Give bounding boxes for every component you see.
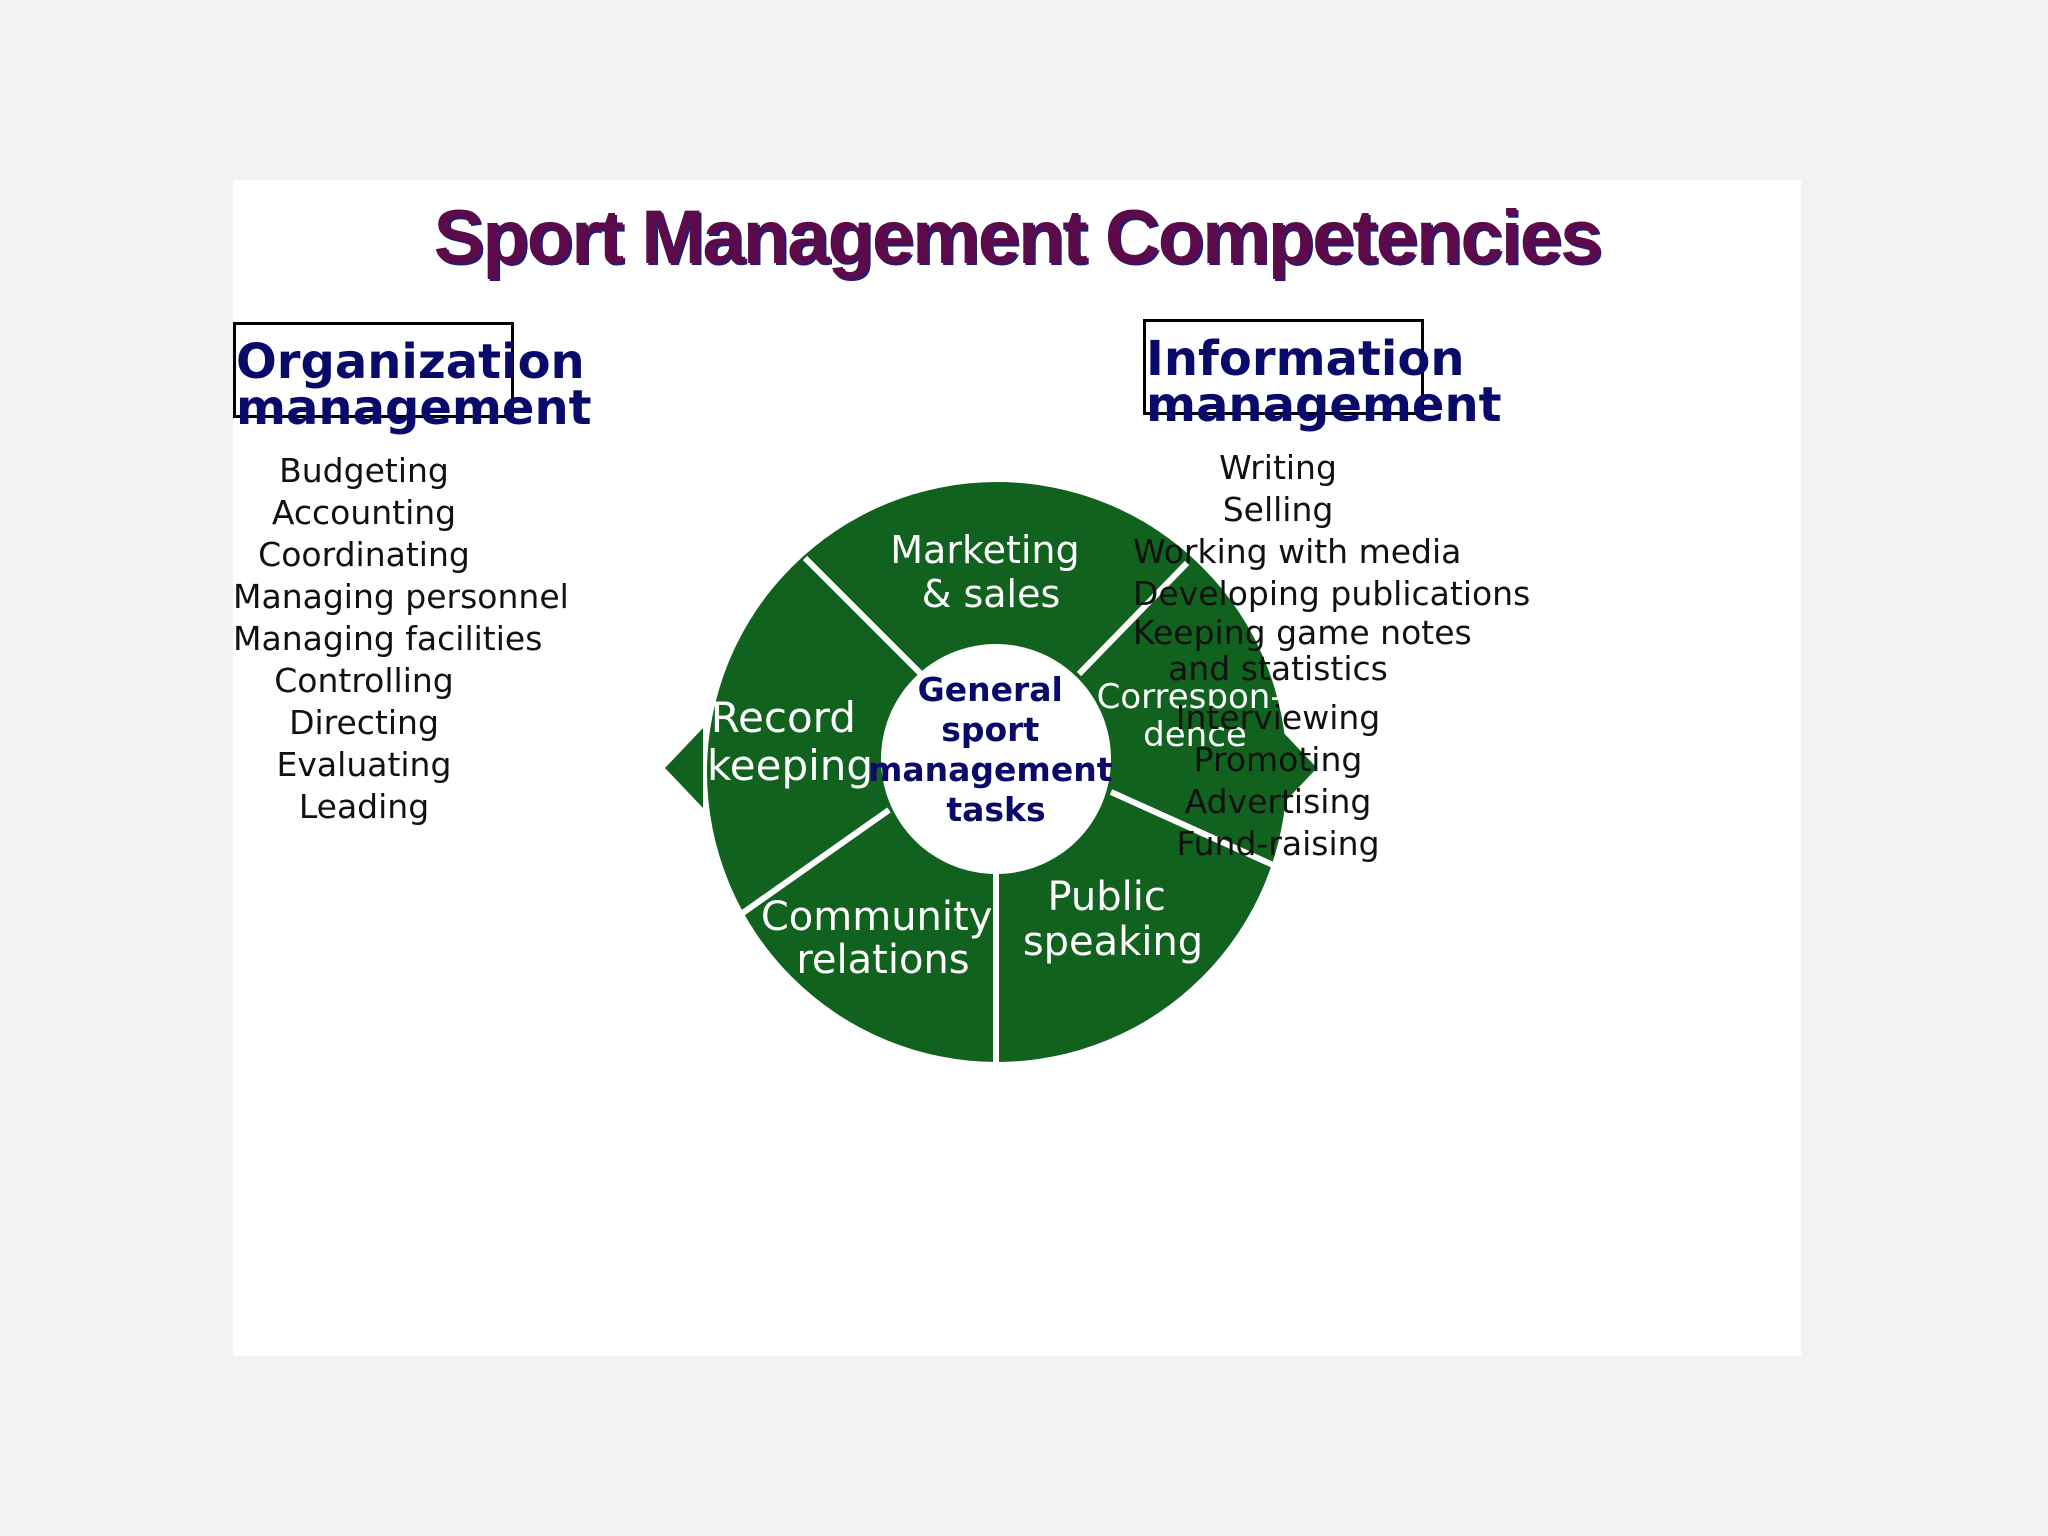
- slide: Sport Management Competencies General sp…: [233, 180, 1801, 1356]
- wheel-hub: [881, 644, 1111, 874]
- segment-record-keeping-label: keeping: [707, 741, 873, 790]
- slide-title: Sport Management Competencies: [433, 195, 1603, 280]
- right-arrow-tip: [1279, 728, 1317, 808]
- hub-label-line: sport: [941, 710, 1039, 749]
- list-item: and statistics: [1168, 649, 1388, 688]
- list-item: Evaluating: [276, 745, 452, 784]
- list-item: Advertising: [1184, 782, 1372, 821]
- svg-text:Correspon- dence: Correspon- dence: [1097, 677, 1294, 755]
- list-item: Selling: [1222, 490, 1334, 529]
- segment-marketing-label: & sales: [922, 572, 1061, 616]
- information-management-line: Information: [1146, 331, 1465, 387]
- spoke-divider: [735, 807, 891, 920]
- segment-correspondence-label: Correspon-: [1097, 677, 1283, 717]
- organization-competency-list: Budgeting Accounting Coordinating Managi…: [233, 450, 569, 828]
- organization-management-line: Organization: [236, 334, 585, 390]
- information-competency-list: Writing Selling Working with media Devel…: [1133, 447, 1531, 865]
- information-management-line: management: [1146, 377, 1502, 433]
- list-item: Keeping game notes: [1133, 613, 1472, 652]
- list-item: Interviewing: [1175, 698, 1381, 737]
- svg-text:Community relations: Community relations: [761, 894, 1005, 983]
- list-item: Controlling: [274, 661, 454, 700]
- segment-record-keeping-label: Record: [711, 693, 856, 742]
- svg-text:Marketing & sales: Marketing & sales: [890, 528, 1091, 616]
- organization-management-line: management: [236, 380, 592, 436]
- list-item: Budgeting: [279, 451, 449, 490]
- list-item: Leading: [298, 787, 430, 826]
- list-item: Accounting: [271, 493, 457, 532]
- segment-public-speaking-label: speaking: [1023, 919, 1203, 965]
- list-item: Promoting: [1193, 740, 1363, 779]
- list-item: Developing publications: [1133, 574, 1531, 613]
- organization-management-box: Organization management: [233, 322, 592, 432]
- svg-text:Record keeping: Record keeping: [707, 693, 873, 790]
- segment-correspondence-label: dence: [1143, 715, 1247, 755]
- list-item: Managing facilities: [233, 619, 543, 658]
- segment-marketing-label: Marketing: [890, 528, 1079, 572]
- hub-label-line: General: [918, 670, 1063, 709]
- list-item: Working with media: [1133, 532, 1462, 571]
- hub-label-line: tasks: [946, 790, 1045, 829]
- left-arrow-tip: [665, 728, 703, 808]
- svg-text:General sport mana: General sport management tasks: [868, 670, 1124, 829]
- segment-community-relations-label: Community: [761, 894, 993, 940]
- segment-public-speaking-label: Public: [1047, 874, 1165, 920]
- information-management-box: Information management: [1143, 319, 1502, 429]
- spoke-divider: [1109, 789, 1275, 868]
- spoke-divider: [802, 555, 924, 677]
- list-item: Managing personnel: [233, 577, 569, 616]
- hub-label-line: management: [868, 750, 1113, 789]
- competency-wheel: General sport management tasks Marketing…: [665, 482, 1317, 1070]
- spoke-divider: [1076, 560, 1190, 677]
- list-item: Writing: [1219, 448, 1337, 487]
- svg-text:Public speaking: Public speaking: [1023, 874, 1203, 965]
- list-item: Fund-raising: [1176, 824, 1380, 863]
- segment-community-relations-label: relations: [796, 937, 969, 983]
- list-item: Coordinating: [258, 535, 470, 574]
- list-item: Directing: [289, 703, 439, 742]
